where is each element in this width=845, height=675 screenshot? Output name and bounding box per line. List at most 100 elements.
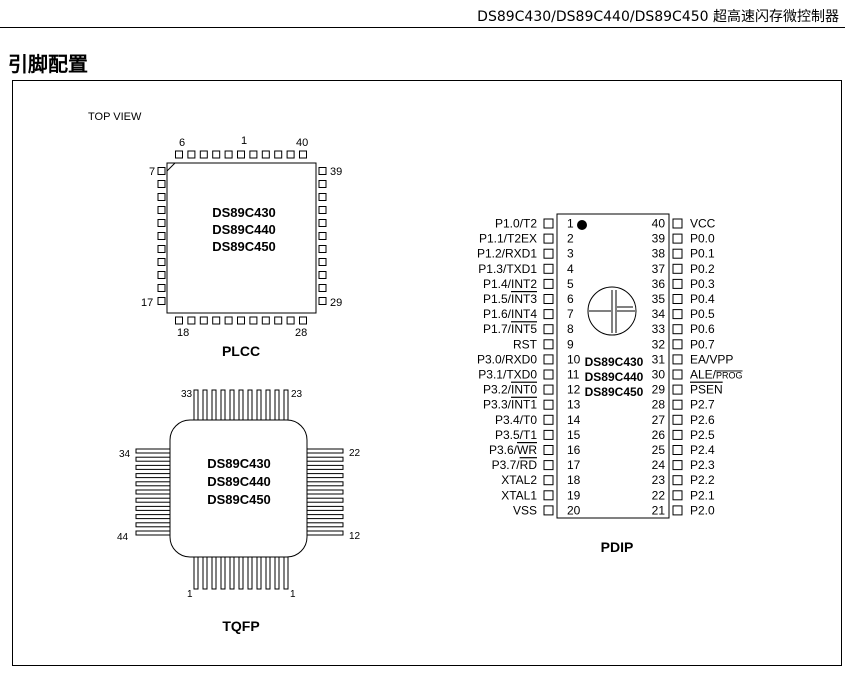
- pdip-pin-right-32: [672, 339, 683, 350]
- pdip-pin-number-6: 6: [567, 292, 574, 306]
- pdip-pin-name-13: P3.3/INT1: [483, 398, 537, 412]
- tqfp-lead-right: [305, 530, 344, 536]
- pdip-pin-number-11: 11: [567, 368, 580, 382]
- tqfp-lead-bottom: [256, 555, 262, 590]
- plcc-pin-right: [318, 167, 327, 175]
- pdip-pin-name-28: P2.7: [690, 398, 715, 412]
- pdip-pin-name-39: P0.0: [690, 232, 715, 246]
- tqfp-lead-top: [193, 389, 199, 422]
- pdip-pin-name-9: RST: [513, 337, 538, 351]
- pdip-pin-number-38: 38: [652, 247, 666, 261]
- tqfp-chip-name-2: DS89C440: [207, 474, 271, 489]
- plcc-pin-bottom: [274, 316, 283, 325]
- tqfp-lead-left: [135, 464, 172, 470]
- pdip-pin-name-36: P0.3: [690, 277, 715, 291]
- pdip-pin-right-25: [672, 445, 683, 455]
- pdip-pin-number-23: 23: [652, 473, 666, 487]
- tqfp-lead-bottom: [220, 555, 226, 590]
- plcc-pin-left: [157, 232, 166, 240]
- pdip-pin-name-12: P3.2/INT0: [483, 383, 537, 397]
- tqfp-pins: [135, 389, 344, 590]
- pdip-pin-left-8: [543, 324, 554, 335]
- pdip-pin-left-12: [543, 384, 554, 395]
- tqfp-body: [169, 419, 308, 558]
- plcc-pin-right: [318, 284, 327, 292]
- pdip-pin-left-3: [543, 248, 554, 259]
- tqfp-pin-label-top-left: 33: [181, 389, 193, 400]
- pdip-body: [556, 213, 670, 519]
- plcc-chip-name-3: DS89C450: [212, 239, 276, 254]
- plcc-pin-bottom: [299, 316, 307, 325]
- plcc-pin-bottom: [237, 316, 245, 325]
- plcc-pin-label-top-right: 40: [296, 137, 308, 149]
- tqfp-lead-top: [211, 389, 217, 422]
- plcc-top-view-label: TOP VIEW: [88, 111, 142, 123]
- pdip-pin-number-29: 29: [652, 383, 666, 397]
- pdip-pin-left-18: [543, 475, 554, 486]
- tqfp-lead-left: [135, 505, 172, 511]
- plcc-pin-left: [157, 167, 166, 175]
- pdip-pin-number-26: 26: [652, 428, 666, 442]
- pdip-pin-number-32: 32: [652, 337, 666, 351]
- tqfp-lead-left: [135, 456, 172, 462]
- plcc-pin-right: [318, 232, 327, 240]
- pdip-pin-name-24: P2.3: [690, 458, 715, 472]
- pdip-pin-left-11: [543, 369, 554, 380]
- plcc-pin-right: [318, 245, 327, 253]
- pdip-pin-number-15: 15: [567, 428, 581, 442]
- pdip-pin-number-3: 3: [567, 247, 574, 261]
- pdip-pin-number-19: 19: [567, 488, 581, 502]
- tqfp-lead-top: [265, 389, 271, 422]
- pdip-pin-name-27: P2.6: [690, 413, 715, 427]
- page-header: DS89C430/DS89C440/DS89C450 超高速闪存微控制器: [0, 0, 845, 28]
- pdip-pin-name-1: P1.0/T2: [495, 217, 537, 231]
- plcc-pin-top: [286, 150, 295, 159]
- pdip-pin-left-6: [543, 294, 554, 304]
- pdip-pin-name-2: P1.1/T2EX: [479, 232, 537, 246]
- pdip-pin-name-3: P1.2/RXD1: [477, 247, 537, 261]
- pdip-pin-number-12: 12: [567, 383, 581, 397]
- pdip-pin-left-14: [543, 414, 554, 425]
- plcc-pin-label-left-bottom: 17: [141, 297, 153, 309]
- tqfp-lead-left: [135, 481, 172, 487]
- pdip-pin-name-4: P1.3/TXD1: [478, 262, 537, 276]
- pdip-pin-number-13: 13: [567, 398, 581, 412]
- pdip-pin-right-27: [672, 414, 683, 425]
- tqfp-lead-left: [135, 489, 172, 495]
- tqfp-lead-top: [238, 389, 244, 422]
- pdip-pin-name-34: P0.5: [690, 307, 715, 321]
- pdip-pin-right-24: [672, 460, 683, 471]
- plcc-pin-top: [261, 150, 270, 159]
- pdip-pin-name-6: P1.5/INT3: [483, 292, 537, 306]
- pdip-chip-name-1: DS89C430: [585, 355, 644, 369]
- pdip-pin-name-26: P2.5: [690, 428, 715, 442]
- pdip-pin-right-36: [672, 278, 683, 289]
- tqfp-lead-top: [202, 389, 208, 422]
- plcc-pin-right: [318, 206, 327, 214]
- plcc-pin-left: [157, 219, 166, 227]
- plcc-pin-left: [157, 258, 166, 266]
- plcc-pin-right: [318, 193, 327, 201]
- pdip-pin-number-8: 8: [567, 322, 574, 336]
- tqfp-lead-right: [305, 448, 344, 454]
- tqfp-pin-label-bottom-right: 1: [290, 589, 296, 600]
- tqfp-lead-bottom: [211, 555, 217, 590]
- pdip-pin-left-13: [543, 399, 554, 410]
- plcc-pin-right: [318, 271, 327, 279]
- pdip-pin-right-38: [672, 248, 683, 259]
- tqfp-pin-label-right-top: 22: [349, 448, 361, 459]
- pdip-pin-right-23: [672, 475, 683, 486]
- pdip-pin-name-32: P0.7: [690, 337, 715, 351]
- pdip-pin-name-40: VCC: [690, 217, 716, 231]
- plcc-pin-label-bottom-left: 18: [177, 327, 189, 339]
- tqfp-lead-top: [274, 389, 280, 422]
- tqfp-lead-right: [305, 456, 344, 462]
- pdip-pin-number-22: 22: [652, 488, 666, 502]
- pdip-pin-name-5: P1.4/INT2: [483, 277, 537, 291]
- plcc-pin-label-bottom-right: 28: [295, 327, 307, 339]
- plcc-pin-label-top-left: 6: [179, 137, 185, 149]
- pdip-pin-left-4: [543, 263, 554, 274]
- pdip-pin-name-21: P2.0: [690, 503, 715, 517]
- tqfp-lead-bottom: [238, 555, 244, 590]
